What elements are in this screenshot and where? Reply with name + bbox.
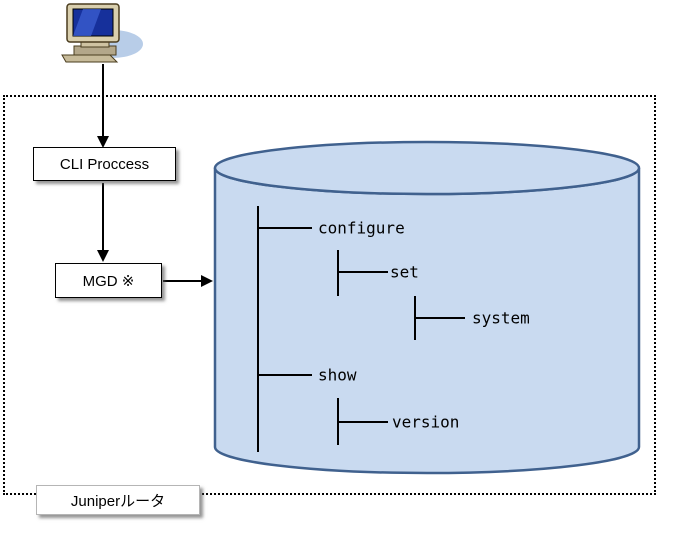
- mgd-label: MGD ※: [82, 272, 135, 290]
- router-boundary: [3, 95, 656, 495]
- juniper-router-label-text: Juniperルータ: [70, 492, 166, 510]
- arrow-cli-to-mgd-head: [97, 250, 109, 262]
- arrow-mgd-to-db-head: [201, 275, 213, 287]
- cli-process-label: CLI Proccess: [59, 155, 150, 173]
- command-tree-lines: [257, 206, 465, 452]
- tree-node-configure: configure: [318, 218, 405, 238]
- computer-screen-glare: [73, 9, 101, 36]
- juniper-router-label: Juniperルータ: [36, 485, 200, 515]
- tree-node-version: version: [392, 412, 460, 432]
- tree-node-system: system: [472, 308, 530, 328]
- computer-icon: [61, 3, 143, 63]
- computer-keyboard: [61, 54, 119, 63]
- database-cylinder-lid: [213, 140, 641, 196]
- mgd-box: MGD ※: [55, 263, 162, 298]
- flow-arrows: [97, 64, 213, 287]
- cli-process-box: CLI Proccess: [33, 147, 176, 181]
- database-cylinder: [213, 140, 641, 475]
- tree-node-show: show: [318, 365, 357, 385]
- arrow-computer-to-cli-head: [97, 136, 109, 148]
- tree-node-set: set: [390, 262, 419, 282]
